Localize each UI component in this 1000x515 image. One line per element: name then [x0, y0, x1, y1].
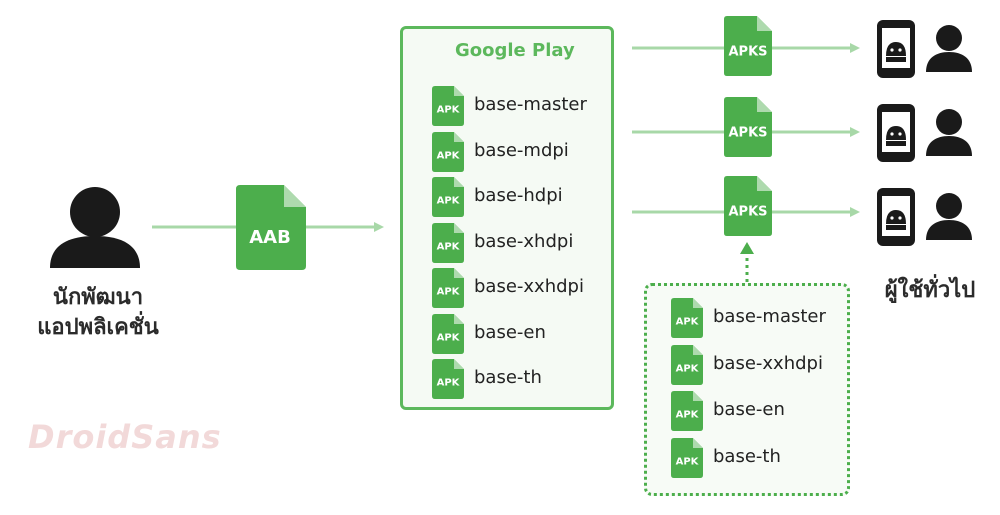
device-apk-icon-0: APK: [671, 298, 703, 338]
store-apk-icon-3: APK: [432, 222, 464, 263]
store-apk-icon-1-label: APK: [437, 150, 461, 161]
phone-android-icon: [877, 188, 915, 246]
phone-android-icon: [877, 104, 915, 162]
store-apk-icon-5-label: APK: [437, 332, 461, 343]
store-apk-icon-6-label: APK: [437, 377, 461, 388]
store-apk-icon-2-label: APK: [437, 195, 461, 206]
end-user-row-2: [877, 188, 972, 246]
device-apk-icon-2: APK: [671, 391, 703, 431]
store-apk-name-0: base-master: [474, 94, 587, 115]
users-label: ผู้ใช้ทั่วไป: [884, 278, 976, 303]
developer-label-line1: นักพัฒนา: [52, 285, 144, 310]
device-apk-icon-0-label: APK: [676, 316, 700, 327]
device-apk-icon-2-label: APK: [676, 409, 700, 420]
device-apk-icon-3: APK: [671, 437, 703, 478]
store-apk-name-1: base-mdpi: [474, 139, 569, 161]
store-apk-icon-5: APK: [432, 313, 464, 354]
device-apk-name-0: base-master: [713, 306, 826, 327]
store-apk-icon-4-label: APK: [437, 286, 461, 297]
aab-file-icon: AAB: [236, 185, 306, 270]
device-apk-name-3: base-th: [713, 445, 781, 467]
developer-person-icon: [50, 187, 140, 268]
aab-file-label: AAB: [249, 227, 291, 248]
store-apk-icon-3-label: APK: [437, 241, 461, 252]
store-apk-icon-2: APK: [432, 177, 464, 217]
device-apk-icon-3-label: APK: [676, 456, 700, 467]
device-apk-name-1: base-xxhdpi: [713, 352, 823, 374]
apks-file-icon-2: APKS: [724, 176, 772, 236]
store-apk-name-4: base-xxhdpi: [474, 276, 584, 297]
end-user-row-0: [877, 20, 972, 78]
apks-file-icon-1-label: APKS: [728, 126, 767, 141]
apks-file-icon-1: APKS: [724, 97, 772, 157]
device-apk-name-2: base-en: [713, 399, 785, 420]
google-play-title: Google Play: [455, 40, 575, 61]
user-person-icon: [926, 193, 972, 240]
user-person-icon: [926, 25, 972, 72]
end-user-row-1: [877, 104, 972, 162]
store-apk-icon-6: APK: [432, 359, 464, 399]
droidsans-watermark: DroidSans: [28, 418, 222, 456]
store-apk-icon-4: APK: [432, 268, 464, 308]
store-apk-name-6: base-th: [474, 367, 542, 388]
device-apk-icon-1-label: APK: [676, 363, 700, 374]
bundle-connector-arrowhead: [740, 242, 754, 254]
device-apk-icon-1: APK: [671, 344, 703, 385]
store-apk-name-2: base-hdpi: [474, 185, 563, 206]
store-apk-icon-1: APK: [432, 131, 464, 172]
user-person-icon: [926, 109, 972, 156]
store-apk-icon-0: APK: [432, 86, 464, 126]
apks-file-icon-2-label: APKS: [728, 205, 767, 220]
store-apk-name-5: base-en: [474, 321, 546, 343]
apks-file-icon-0-label: APKS: [728, 45, 767, 60]
store-apk-name-3: base-xhdpi: [474, 230, 574, 252]
phone-android-icon: [877, 20, 915, 78]
apks-file-icon-0: APKS: [724, 16, 772, 76]
developer-label-line2: แอปพลิเคชั่น: [37, 315, 159, 340]
developer-label: นักพัฒนา แอปพลิเคชั่น: [18, 283, 178, 343]
store-apk-icon-0-label: APK: [437, 104, 461, 115]
